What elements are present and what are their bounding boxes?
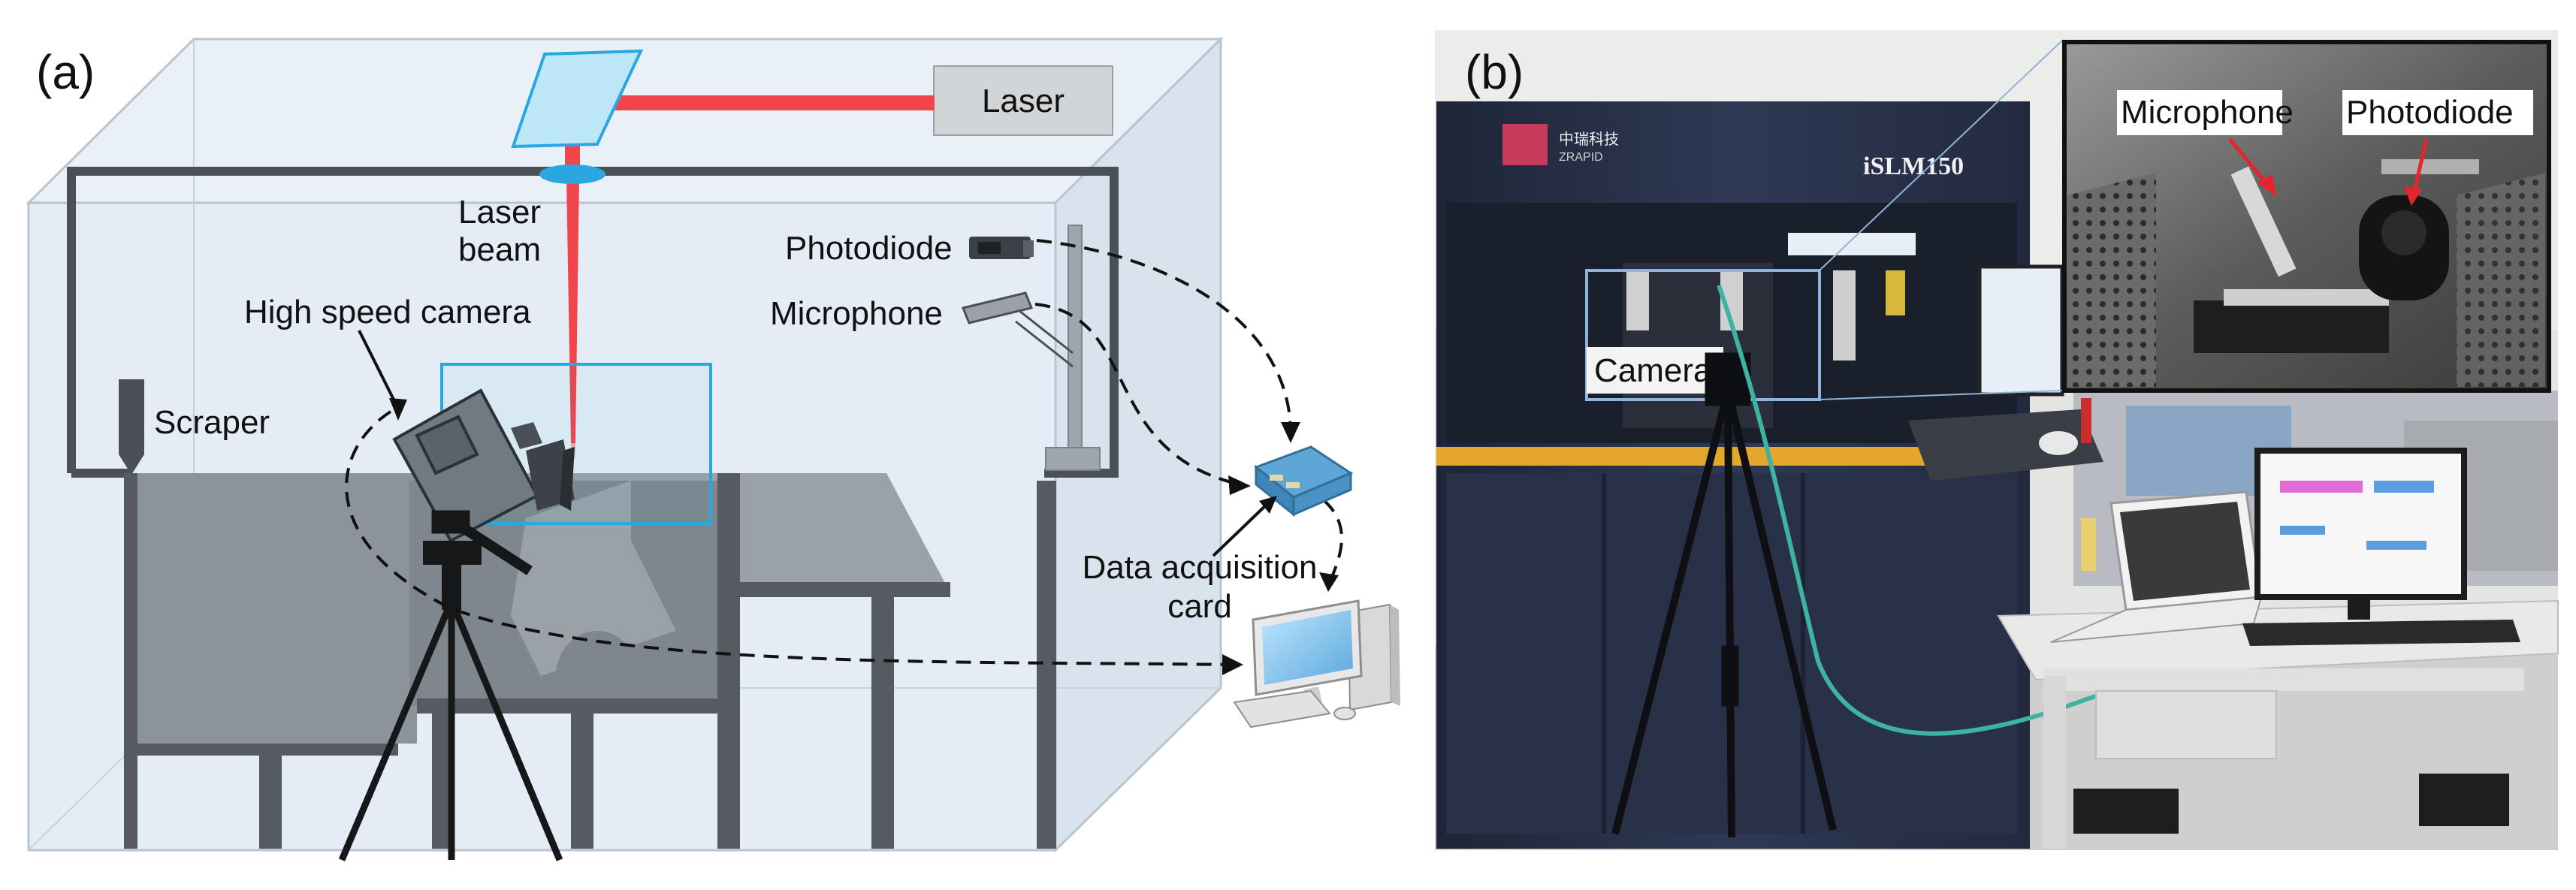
svg-text:beam: beam bbox=[458, 231, 541, 268]
high-speed-camera bbox=[392, 388, 575, 543]
sensor-pole bbox=[1015, 225, 1101, 471]
build-chamber-frame bbox=[67, 167, 1119, 478]
laser-label: Laser bbox=[982, 83, 1065, 119]
panel-b: 中瑞科技 ZRAPID iSLM150 Camera bbox=[1435, 30, 2559, 850]
scraper bbox=[119, 379, 144, 475]
scraper-label: Scraper bbox=[154, 404, 270, 441]
computer bbox=[1233, 599, 1400, 729]
camera-tripod-photo bbox=[1611, 352, 1837, 838]
desktop-monitor bbox=[2242, 448, 2520, 646]
panel-b-label: (b) bbox=[1465, 45, 1524, 99]
high-speed-camera-label: High speed camera bbox=[244, 294, 531, 330]
brand-label: ZRAPID bbox=[1559, 151, 1603, 164]
inset-microphone-label: Microphone bbox=[2121, 94, 2294, 131]
camera-label: Camera bbox=[1594, 352, 1712, 389]
keyboard-tray bbox=[1908, 409, 2103, 481]
bottle bbox=[2081, 518, 2096, 571]
svg-text:中瑞科技: 中瑞科技 bbox=[1559, 131, 1619, 148]
signal-lines bbox=[345, 239, 1343, 666]
laser-beam bbox=[565, 95, 935, 458]
panel-a: (a) bbox=[26, 36, 1400, 861]
svg-text:card: card bbox=[1167, 588, 1232, 625]
photodiode-label: Photodiode bbox=[785, 230, 953, 267]
build-table bbox=[124, 473, 1056, 849]
focusing-lens bbox=[539, 164, 605, 184]
panel-a-label: (a) bbox=[36, 45, 95, 99]
photodiode bbox=[969, 237, 1034, 259]
inset-photodiode-label: Photodiode bbox=[2346, 94, 2514, 131]
microphone-label: Microphone bbox=[770, 295, 943, 332]
microphone bbox=[961, 291, 1034, 324]
tripod bbox=[338, 510, 563, 861]
laser-source: Laser bbox=[933, 65, 1113, 136]
machine-monitor bbox=[1977, 264, 2064, 397]
data-acquisition-card bbox=[1253, 445, 1354, 517]
daq-label: Data acquisition bbox=[1082, 549, 1317, 586]
machine-model-label: iSLM150 bbox=[1863, 152, 1964, 180]
mirror bbox=[511, 49, 644, 149]
laptop bbox=[2050, 490, 2263, 643]
laser-beam-label: Laser bbox=[458, 194, 541, 231]
camera-highlight-box bbox=[1585, 269, 1821, 401]
